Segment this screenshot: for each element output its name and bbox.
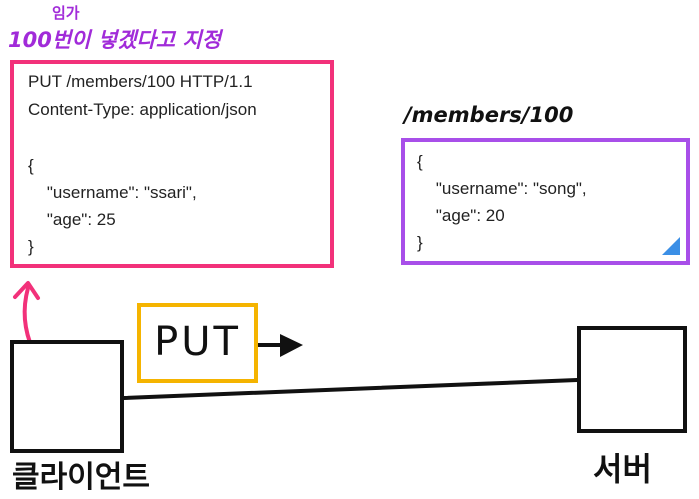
request-header: Content-Type: application/json [28, 100, 257, 119]
corner-triangle-icon [662, 237, 680, 255]
client-label: 클라이언트 [12, 460, 150, 495]
resource-open: { [417, 152, 423, 171]
method-box: PUT [137, 303, 258, 383]
http-request-box: PUT /members/100 HTTP/1.1 Content-Type: … [10, 60, 334, 268]
request-body-username: "username": "ssari", [28, 183, 197, 202]
resource-path-label: /members/100 [404, 103, 574, 127]
server-label: 서버 [593, 450, 652, 488]
request-body-close: } [28, 237, 34, 256]
connection-line [122, 378, 579, 400]
annotation-line-2: 100번이 넣겠다고 지정 [8, 28, 222, 52]
request-body-age: "age": 25 [28, 210, 116, 229]
curved-arrow-head [13, 281, 40, 300]
request-line: PUT /members/100 HTTP/1.1 [28, 72, 253, 91]
resource-age: "age": 20 [417, 206, 505, 225]
server-resource-box: { "username": "song", "age": 20 } [401, 138, 690, 265]
request-body-open: { [28, 156, 34, 175]
resource-username: "username": "song", [417, 179, 587, 198]
annotation-line-1: 임가 [52, 4, 80, 22]
server-node [577, 326, 687, 433]
method-label: PUT [154, 319, 241, 365]
client-node [10, 340, 124, 453]
resource-close: } [417, 233, 423, 252]
direction-arrow-head [280, 334, 303, 357]
